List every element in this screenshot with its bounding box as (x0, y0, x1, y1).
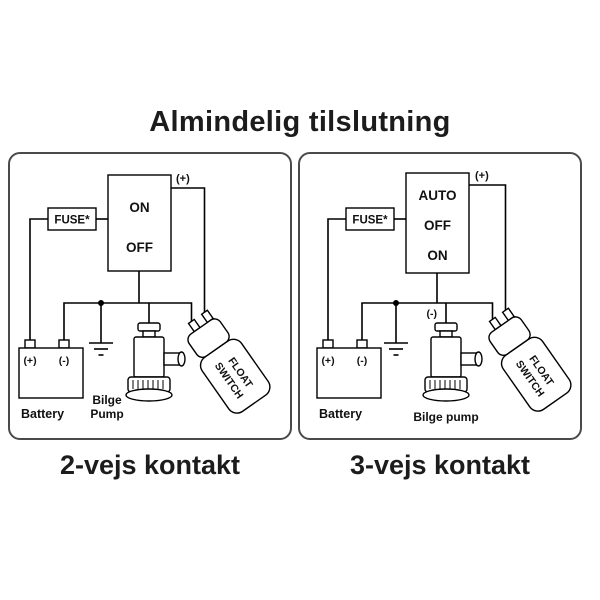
switch-label-off: OFF (424, 218, 451, 233)
battery-negative-label: (-) (59, 355, 70, 367)
switch-box: AUTO OFF ON (405, 172, 470, 274)
captions: 2-vejs kontakt 3-vejs kontakt (8, 450, 582, 481)
bilge-pump-icon (125, 322, 186, 402)
diagram-panels: ON OFF (+) FUSE* (+) (-) Battery (8, 152, 582, 440)
float-switch-icon: FLOAT SWITCH (187, 309, 271, 414)
battery: (+) (-) Battery (316, 339, 382, 421)
fuse-label: FUSE* (54, 215, 90, 227)
bilge-pump-icon (422, 322, 483, 402)
switch-box: ON OFF (107, 174, 172, 272)
pump-label-line1: Bilge (92, 393, 122, 407)
switch-label-auto: AUTO (418, 188, 456, 203)
float-switch-icon: FLOAT SWITCH (488, 307, 572, 412)
wires (327, 184, 507, 343)
ground-icon (384, 342, 408, 356)
ground-icon (89, 342, 113, 356)
fuse-box: FUSE* (47, 207, 97, 231)
junction-dot (98, 300, 104, 306)
battery-negative-label: (-) (357, 355, 368, 367)
caption-2way: 2-vejs kontakt (59, 450, 241, 480)
junction-dot (393, 300, 399, 306)
positive-label: (+) (176, 173, 190, 185)
fuse-box: FUSE* (345, 207, 395, 231)
pump-negative-label: (-) (427, 308, 438, 320)
switch-label-off: OFF (126, 240, 153, 255)
switch-label-on: ON (129, 200, 149, 215)
panel-3way: AUTO OFF ON (+) FUSE* (+) (-) Batt (298, 152, 582, 440)
fuse-label: FUSE* (352, 215, 388, 227)
pump-label: Bilge pump (413, 410, 478, 424)
battery-positive-label: (+) (321, 355, 334, 367)
diagram-3way: AUTO OFF ON (+) FUSE* (+) (-) Batt (316, 170, 572, 424)
page-title: Almindelig tilslutning (149, 106, 451, 138)
panel-2way: ON OFF (+) FUSE* (+) (-) Battery (8, 152, 292, 440)
switch-label-on: ON (427, 248, 447, 263)
diagram-2way: ON OFF (+) FUSE* (+) (-) Battery (18, 173, 271, 421)
battery-label: Battery (21, 407, 64, 421)
battery-positive-label: (+) (23, 355, 36, 367)
caption-3way: 3-vejs kontakt (349, 450, 531, 480)
battery: (+) (-) Battery (18, 339, 84, 421)
battery-label: Battery (319, 407, 362, 421)
wires (29, 187, 206, 343)
pump-label-line2: Pump (90, 407, 123, 421)
positive-label: (+) (475, 170, 489, 182)
